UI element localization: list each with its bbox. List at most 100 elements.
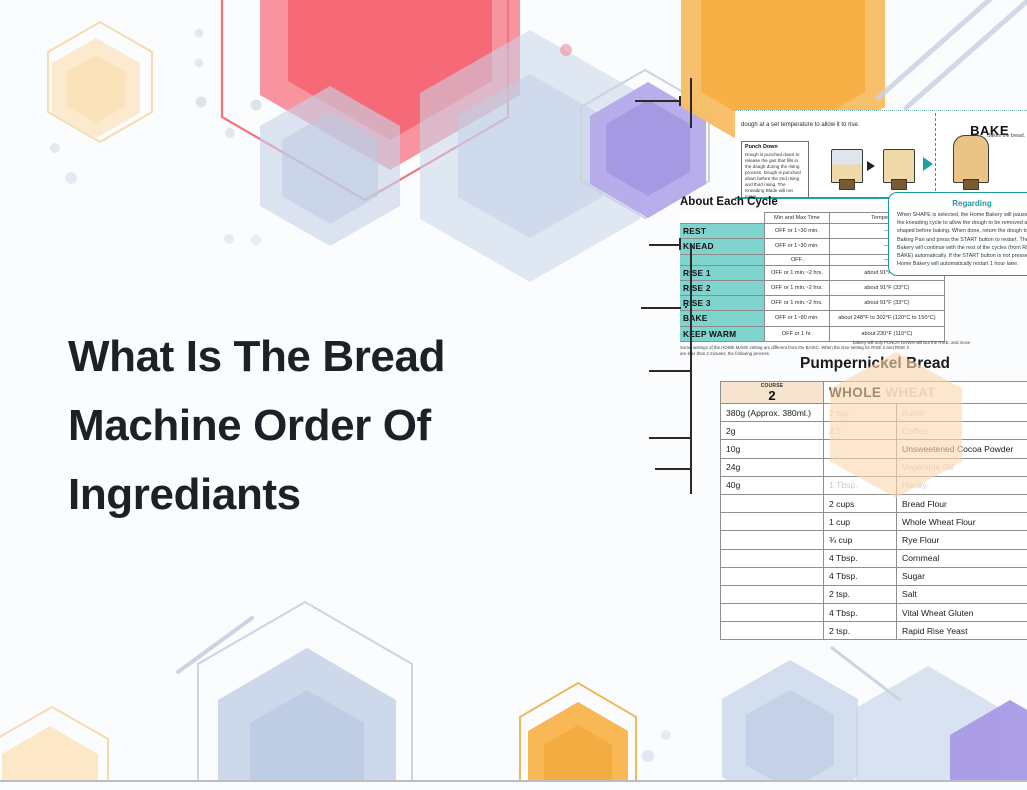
metric-amount xyxy=(720,566,824,586)
ingredient-name: Whole Wheat Flour xyxy=(896,512,1027,532)
ingredient-name: Bread Flour xyxy=(896,493,1027,514)
ingredient-amount: 1 Tbsp. xyxy=(823,475,897,495)
hexagon-orange-bottom xyxy=(519,681,637,790)
hexagon-bluegrey-a xyxy=(260,86,400,246)
regarding-body: When SHAPE is selected, the Home Bakery … xyxy=(897,212,1027,268)
metric-amount: 40g xyxy=(720,475,824,495)
ingredient-amount: 2 cups xyxy=(823,493,897,514)
dot xyxy=(65,172,77,184)
ingredient-name: Butter xyxy=(896,402,1027,423)
metric-amount: 380g (Approx. 380ml.) xyxy=(720,402,824,423)
metric-amount xyxy=(720,530,824,550)
metric-amount xyxy=(720,584,824,605)
ingredient-amount: ¾ cup xyxy=(823,530,897,550)
ingredient-name: Rapid Rise Yeast xyxy=(896,621,1027,641)
ingredient-name: Honey xyxy=(896,475,1027,495)
hexagon-pink-large xyxy=(260,0,520,170)
hexagon-bluegrey-b-inner xyxy=(458,74,602,238)
recipe-row: 10g Unsweetened Cocoa Powder xyxy=(720,439,1027,459)
recipe-row: 4 Tbsp.Sugar xyxy=(720,566,1027,586)
bake-caption: Bakes the bread. xyxy=(987,133,1025,139)
regarding-footnote: bakery will only PUNCH DOWN without the … xyxy=(853,340,971,345)
hexagon-purple-bottom-right xyxy=(950,700,1027,790)
cycle-temp: about 230°F (110°C) xyxy=(828,325,946,342)
metric-amount xyxy=(720,621,824,641)
hexagon-bluegrey-a-inner xyxy=(282,112,378,224)
dot xyxy=(50,143,60,153)
manual-scan-collage: dough at a set temperature to allow it t… xyxy=(635,0,1027,641)
recipe-block: Pumpernickel Bread COURSE 2 WHOLE WHEAT … xyxy=(720,355,1027,641)
ingredient-amount xyxy=(823,439,897,459)
metric-amount: 10g xyxy=(720,439,824,459)
course-number: 2 xyxy=(768,388,776,403)
arrow-icon-teal xyxy=(923,157,933,171)
ingredient-amount xyxy=(823,457,897,477)
ingredient-name: Coffee xyxy=(896,421,1027,441)
bake-label: BAKE xyxy=(970,123,1009,138)
teal-rule xyxy=(735,197,931,199)
recipe-row: 4 Tbsp.Vital Wheat Gluten xyxy=(720,603,1027,623)
recipe-row: 2 tsp.Rapid Rise Yeast xyxy=(720,621,1027,641)
mode-text-faded: WHEAT xyxy=(885,385,936,400)
cycle-time: OFF or 1 hr. xyxy=(764,325,830,342)
course-cell: COURSE 2 xyxy=(720,381,824,404)
cycle-name: KNEAD xyxy=(680,238,765,255)
ingredient-name: Unsweetened Cocoa Powder xyxy=(896,439,1027,459)
recipe-row: 24g Vegetable Oil xyxy=(720,457,1027,477)
metric-amount xyxy=(720,603,824,623)
ingredient-name: Sugar xyxy=(896,566,1027,586)
mode-cell: WHOLE WHEAT xyxy=(823,381,1027,404)
ingredient-name: Rye Flour xyxy=(896,530,1027,550)
bread-pan-punched xyxy=(883,149,915,190)
ingredient-name: Cornmeal xyxy=(896,548,1027,568)
arrow-icon xyxy=(867,161,875,171)
recipe-title: Pumpernickel Bread xyxy=(800,355,950,372)
bottom-bar xyxy=(0,780,1027,790)
cycle-note: Some settings of the HOME MADE setting a… xyxy=(680,344,909,357)
metric-amount xyxy=(720,548,824,568)
hexagon-peach-bottom-left xyxy=(0,705,109,790)
ingredient-name: Vegetable Oil xyxy=(896,457,1027,477)
hexagon-amber-outline xyxy=(47,20,153,144)
ingredient-amount: 2 tsp. xyxy=(823,402,897,423)
hexagon-bluegrey-bottom-right xyxy=(722,660,1000,790)
metric-amount xyxy=(720,493,824,514)
recipe-table: COURSE 2 WHOLE WHEAT 380g (Approx. 380ml… xyxy=(720,381,1027,641)
ingredient-amount: 2 tsp. xyxy=(823,584,897,605)
cycle-name: RISE 2 xyxy=(680,279,765,297)
course-label: COURSE xyxy=(760,383,784,389)
ingredient-name: Vital Wheat Gluten xyxy=(896,603,1027,623)
ingredient-amount: 4 Tbsp. xyxy=(823,548,897,568)
ingredient-name: Salt xyxy=(896,584,1027,605)
ingredient-amount: 2 T xyxy=(823,421,897,441)
hexagon-pink-outline xyxy=(220,0,510,202)
hexagon-bluegrey-b xyxy=(420,30,640,282)
page-title: What Is The Bread Machine Order Of Ingre… xyxy=(68,332,446,519)
cycle-time: OFF. xyxy=(764,253,830,266)
recipe-header-row: COURSE 2 WHOLE WHEAT xyxy=(720,381,1027,404)
metric-amount xyxy=(720,512,824,532)
ingredient-amount: 4 Tbsp. xyxy=(823,566,897,586)
ingredient-amount: 4 Tbsp. xyxy=(823,603,897,623)
bread-pan-baked xyxy=(953,135,989,190)
recipe-row: 4 Tbsp.Cornmeal xyxy=(720,548,1027,568)
metric-amount: 24g xyxy=(720,457,824,477)
metric-amount: 2g xyxy=(720,421,824,441)
regarding-title: Regarding xyxy=(952,199,992,208)
regarding-box: Regarding When SHAPE is selected, the Ho… xyxy=(888,192,1027,277)
recipe-row: 380g (Approx. 380ml.)2 tsp.Butter xyxy=(720,402,1027,423)
mode-text: WHOLE xyxy=(829,385,882,400)
ingredient-amount: 1 cup xyxy=(823,512,897,532)
ingredient-amount: 2 tsp. xyxy=(823,621,897,641)
cycle-name: KEEP WARM xyxy=(680,325,765,342)
